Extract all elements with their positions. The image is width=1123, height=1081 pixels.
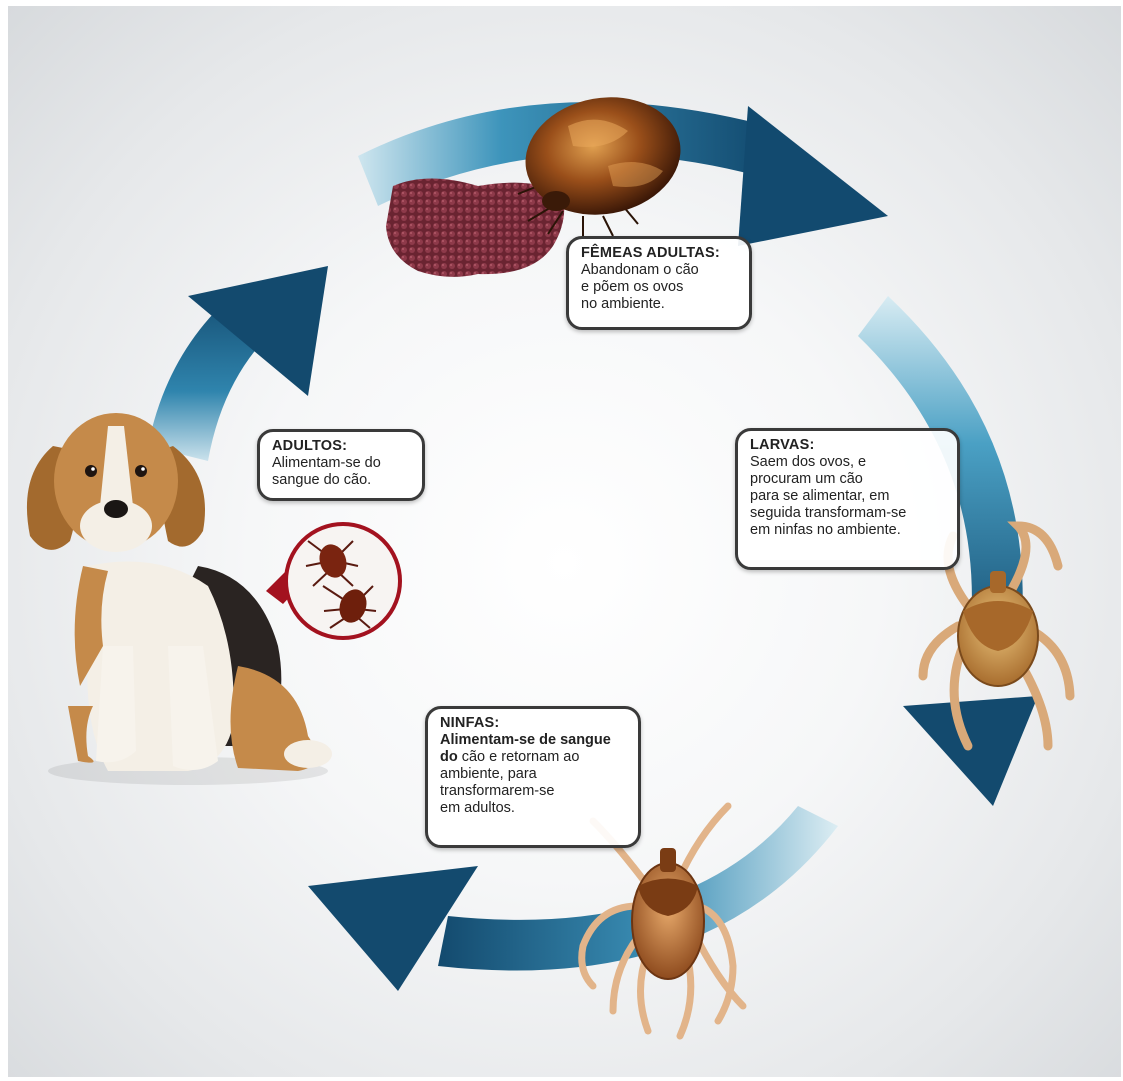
stage-text-nymphs: Alimentam-se de sangue do cão e retornam… xyxy=(440,732,628,817)
stage-text-females: Abandonam o cão e põem os ovos no ambien… xyxy=(581,262,739,313)
stage-text-nymphs-rest: cão e retornam ao ambiente, para transfo… xyxy=(440,749,579,816)
stage-callout-females: FÊMEAS ADULTAS: Abandonam o cão e põem o… xyxy=(566,236,752,330)
stage-title-nymphs: NINFAS: xyxy=(440,715,628,732)
egg-mass-icon xyxy=(386,179,564,277)
stage-text-adults: Alimentam-se do sangue do cão. xyxy=(272,455,412,489)
stage-callout-nymphs: NINFAS: Alimentam-se de sangue do cão e … xyxy=(425,706,641,848)
stage-callout-larvae: LARVAS: Saem dos ovos, e procuram um cão… xyxy=(735,428,960,570)
life-cycle-diagram: FÊMEAS ADULTAS: Abandonam o cão e põem o… xyxy=(8,6,1121,1077)
stage-title-females: FÊMEAS ADULTAS: xyxy=(581,245,739,262)
stage-callout-adults: ADULTOS: Alimentam-se do sangue do cão. xyxy=(257,429,425,501)
stage-text-larvae: Saem dos ovos, e procuram um cão para se… xyxy=(750,454,947,539)
stage-title-larvae: LARVAS: xyxy=(750,437,947,454)
magnified-ticks-icon xyxy=(266,524,400,638)
stage-title-adults: ADULTOS: xyxy=(272,438,412,455)
